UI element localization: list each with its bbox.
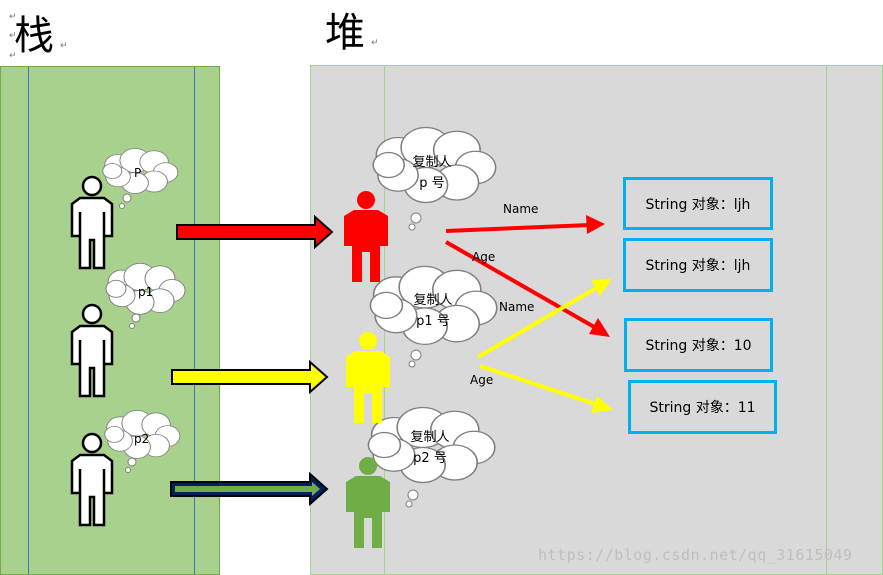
p-name-label: Name [503,202,539,216]
thought-bubble [410,349,422,361]
stack-divider [194,67,195,574]
heap-cloud-line2: p2 号 [413,451,447,466]
p-age-arrow [445,240,597,330]
heap-cloud-line2: p1 号 [416,314,450,329]
thought-bubble [119,203,125,209]
thought-bubble [408,360,416,368]
thought-bubble [127,457,137,467]
p1-name-arrowhead [591,279,612,296]
heap-cloud-line1: 复制人 [413,293,453,308]
thought-bubble [125,467,131,473]
thought-bubble [405,500,413,508]
p1-name-label: Name [499,300,535,314]
thought-bubble [131,313,141,323]
person-icon-p2 [70,432,114,527]
watermark: https://blog.csdn.net/qq_31615049 [538,546,853,564]
return-mark: ↵ [9,31,17,41]
reference-arrow-p1 [171,359,329,395]
person-icon-p [70,175,114,270]
p1-age-arrow [479,364,599,407]
heap-cloud-p: 复制人 p 号 [396,152,468,194]
stack-label-p2: p2 [134,432,150,446]
thought-bubble [410,212,422,224]
string-object-box[interactable]: String 对象：ljh [623,238,773,292]
stack-title: 栈 [14,13,54,59]
stack-label-p1: p1 [138,285,154,299]
person-icon-heap-p2[interactable] [346,457,390,548]
p1-age-arrowhead [591,396,613,413]
heap-title: 堆 [325,10,365,56]
p1-age-label: Age [470,373,494,387]
return-mark: ↵ [9,12,17,22]
heap-cloud-p2: 复制人 p2 号 [394,427,466,469]
heap-cloud-line1: 复制人 [410,430,450,445]
person-icon-heap-p1[interactable] [346,332,390,423]
person-icon-p1 [70,303,114,398]
p-name-arrow [445,223,591,233]
heap-cloud-line2: p 号 [419,176,445,191]
thought-bubble [407,489,419,501]
string-object-box[interactable]: String 对象：ljh [623,177,773,230]
p1-name-arrow [476,285,600,359]
heap-cloud-p1: 复制人 p1 号 [397,290,469,332]
thought-bubble [408,223,416,231]
thought-bubble [129,323,135,329]
p-age-label: Age [472,250,496,264]
return-mark: ↵ [9,51,17,61]
string-object-box[interactable]: String 对象：11 [628,380,777,434]
p-name-arrowhead [586,215,605,234]
reference-arrow-p2-inner [175,482,320,496]
heap-divider [826,66,827,574]
thought-bubble [122,193,132,203]
p-age-arrowhead [589,318,610,337]
heap-cloud-line1: 复制人 [412,155,452,170]
return-mark: ↵ [60,41,68,51]
string-object-box[interactable]: String 对象：10 [624,318,773,372]
person-icon-heap-p[interactable] [344,191,388,282]
return-mark: ↵ [371,38,379,48]
reference-arrow-p [176,214,334,250]
stack-label-p: P [134,166,142,180]
stack-divider [28,67,29,574]
